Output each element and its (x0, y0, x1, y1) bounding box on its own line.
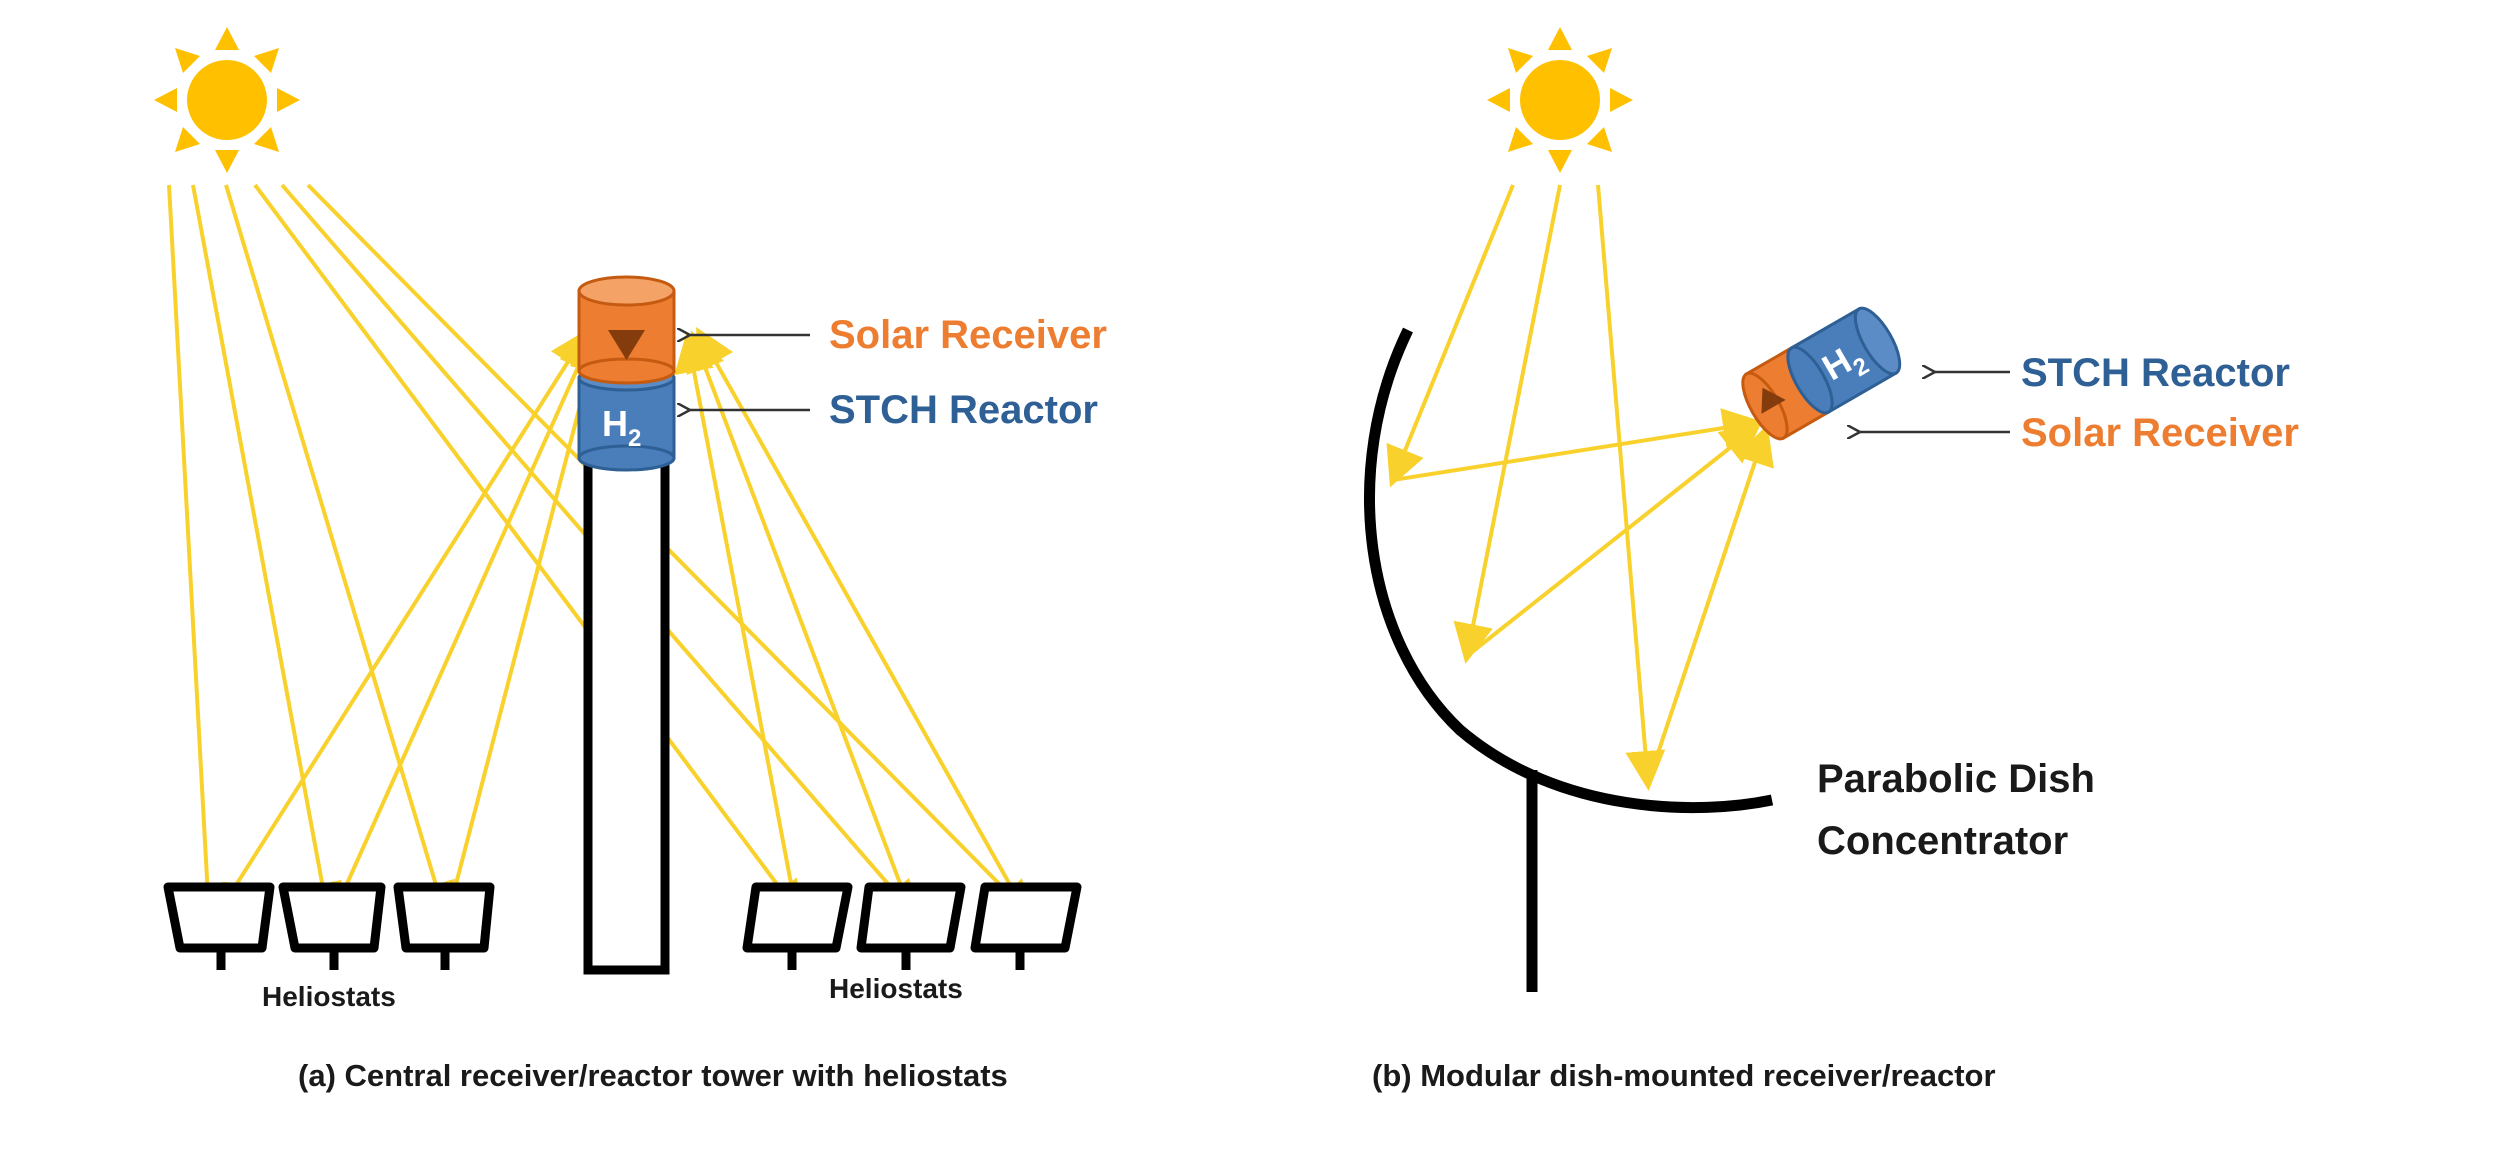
sun-icon (1487, 27, 1633, 173)
heliostats-right-label: Heliostats (829, 973, 963, 1004)
heliostats-right (742, 882, 1082, 970)
receiver-reactor-b: H 2 (1741, 306, 1902, 441)
caption-a: (a) Central receiver/reactor tower with … (298, 1058, 1008, 1093)
reflected-rays-b (1392, 408, 1774, 784)
panel-a: H 2 (154, 27, 1107, 1093)
caption-b: (b) Modular dish-mounted receiver/reacto… (1372, 1058, 1996, 1093)
parabolic-dish-icon (1364, 327, 1774, 992)
pointer-arrows-b (1860, 372, 2010, 432)
heliostat-icon (278, 882, 386, 970)
h2-label-a: H (602, 403, 628, 444)
solar-receiver-b (1741, 345, 1831, 441)
dish-label-line2: Concentrator (1817, 819, 2068, 863)
panel-b: H 2 STCH Reactor Solar Receiver Paraboli… (1364, 27, 2299, 1093)
sun-icon (154, 27, 300, 173)
receiver-cavity-icon (608, 330, 645, 360)
incoming-rays-b (1386, 184, 1666, 791)
tower-icon (583, 457, 670, 975)
heliostat-icon (393, 882, 495, 970)
stch-reactor-a: H 2 (577, 364, 676, 472)
heliostat-icon (856, 882, 966, 970)
stch-reactor-b: H 2 (1786, 306, 1902, 415)
stch-reactor-label-b: STCH Reactor (2021, 351, 2290, 395)
heliostat-icon (742, 882, 853, 970)
reflected-rays-a (215, 327, 1029, 917)
heliostats-left-label: Heliostats (262, 981, 396, 1012)
pointer-arrows-a (690, 335, 810, 410)
solar-receiver-a (577, 275, 676, 385)
dish-label-line1: Parabolic Dish (1817, 757, 2095, 801)
heliostat-icon (970, 882, 1082, 970)
solar-receiver-label-b: Solar Receiver (2021, 411, 2299, 455)
heliostat-icon (163, 882, 275, 970)
heliostats-left (163, 882, 495, 970)
solar-receiver-label-a: Solar Receiver (829, 313, 1107, 357)
h2-subscript-a: 2 (628, 425, 641, 452)
stch-reactor-label-a: STCH Reactor (829, 388, 1098, 432)
